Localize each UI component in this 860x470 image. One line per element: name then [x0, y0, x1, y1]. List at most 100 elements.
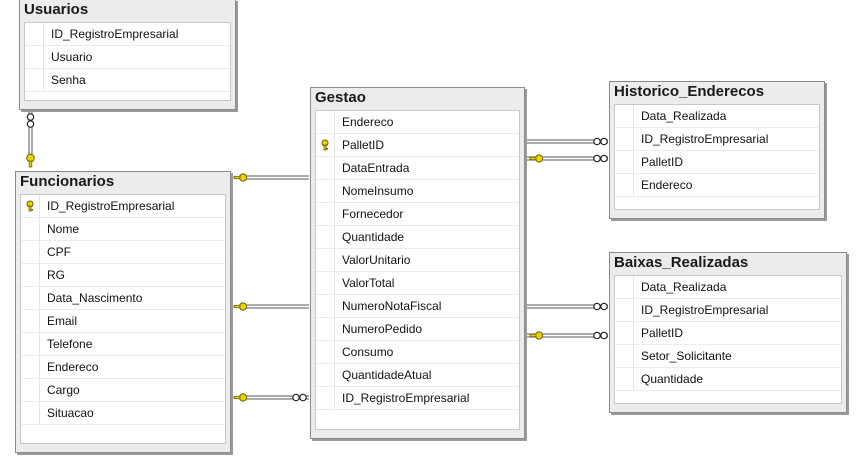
row-selector: [21, 356, 40, 378]
table-title: Funcionarios: [20, 173, 115, 190]
table-historico-enderecos[interactable]: Historico_Enderecos Data_Realizada ID_Re…: [609, 81, 825, 219]
column-name: DataEntrada: [342, 161, 410, 175]
column-name: Usuario: [51, 50, 93, 64]
infinity-icon: [593, 302, 608, 311]
relationship-usuarios-funcionarios[interactable]: [26, 110, 35, 168]
row-selector: [316, 272, 335, 294]
column-row[interactable]: Endereco: [615, 174, 819, 197]
column-row[interactable]: CPF: [21, 241, 225, 264]
column-name: ValorTotal: [342, 276, 395, 290]
column-name: Telefone: [47, 337, 93, 351]
key-icon: [529, 331, 544, 340]
column-name: RG: [47, 268, 65, 282]
row-selector: [615, 322, 634, 344]
relationship-gestao-historico-2[interactable]: [527, 154, 608, 163]
row-selector: [316, 249, 335, 271]
row-selector: [25, 46, 44, 68]
infinity-icon: [593, 331, 608, 340]
column-row[interactable]: ID_RegistroEmpresarial: [316, 387, 519, 410]
column-row[interactable]: Setor_Solicitante: [615, 345, 841, 368]
column-row[interactable]: PalletID: [615, 322, 841, 345]
column-row[interactable]: Telefone: [21, 333, 225, 356]
relationship-gestao-historico-1[interactable]: [527, 137, 608, 146]
column-row[interactable]: ID_RegistroEmpresarial: [615, 128, 819, 151]
table-baixas-realizadas[interactable]: Baixas_Realizadas Data_Realizada ID_Regi…: [609, 252, 847, 413]
column-row[interactable]: Email: [21, 310, 225, 333]
infinity-icon: [26, 113, 35, 128]
row-selector: [615, 174, 634, 196]
column-name: Data_Realizada: [641, 280, 727, 294]
column-row[interactable]: Consumo: [316, 341, 519, 364]
table-title: Historico_Enderecos: [614, 83, 765, 100]
row-selector: [316, 134, 335, 156]
column-name: QuantidadeAtual: [342, 368, 432, 382]
table-gestao[interactable]: Gestao Endereco PalletID DataEntrada Nom…: [310, 87, 525, 439]
column-row[interactable]: Cargo: [21, 379, 225, 402]
relationship-gestao-funcionarios-1[interactable]: [233, 173, 309, 182]
column-row[interactable]: PalletID: [615, 151, 819, 174]
column-row[interactable]: Data_Realizada: [615, 276, 841, 299]
column-row[interactable]: Data_Realizada: [615, 105, 819, 128]
column-name: ID_RegistroEmpresarial: [51, 27, 179, 41]
column-name: Quantidade: [641, 372, 704, 386]
row-selector: [316, 318, 335, 340]
column-row[interactable]: Quantidade: [316, 226, 519, 249]
relationship-gestao-baixas-2[interactable]: [527, 331, 608, 340]
column-row[interactable]: RG: [21, 264, 225, 287]
table-usuarios[interactable]: Usuarios ID_RegistroEmpresarial Usuario …: [19, 0, 236, 110]
column-row[interactable]: NomeInsumo: [316, 180, 519, 203]
column-row[interactable]: NumeroPedido: [316, 318, 519, 341]
column-row[interactable]: PalletID: [316, 134, 519, 157]
relationship-gestao-funcionarios-3[interactable]: [233, 393, 309, 402]
column-list: Data_Realizada ID_RegistroEmpresarial Pa…: [614, 104, 820, 210]
key-icon: [26, 200, 34, 212]
row-selector: [615, 299, 634, 321]
column-row[interactable]: Endereco: [21, 356, 225, 379]
row-selector: [615, 368, 634, 390]
column-name: Endereco: [342, 115, 394, 129]
column-row[interactable]: ID_RegistroEmpresarial: [615, 299, 841, 322]
column-row[interactable]: ID_RegistroEmpresarial: [25, 23, 230, 46]
column-name: PalletID: [641, 155, 684, 169]
column-row[interactable]: NumeroNotaFiscal: [316, 295, 519, 318]
column-name: Data_Nascimento: [47, 291, 143, 305]
row-selector: [316, 180, 335, 202]
column-row[interactable]: Usuario: [25, 46, 230, 69]
row-selector: [615, 105, 634, 127]
column-row[interactable]: Fornecedor: [316, 203, 519, 226]
relationship-gestao-baixas-1[interactable]: [527, 302, 608, 311]
column-row[interactable]: Data_Nascimento: [21, 287, 225, 310]
key-icon: [321, 139, 329, 151]
column-name: Consumo: [342, 345, 394, 359]
row-selector: [21, 195, 40, 217]
column-list: Endereco PalletID DataEntrada NomeInsumo…: [315, 110, 520, 430]
column-row[interactable]: Situacao: [21, 402, 225, 425]
column-row[interactable]: Senha: [25, 69, 230, 92]
relationship-gestao-funcionarios-2[interactable]: [233, 302, 309, 311]
key-icon: [233, 173, 248, 182]
column-name: Email: [47, 314, 78, 328]
column-name: Quantidade: [342, 230, 405, 244]
column-row[interactable]: QuantidadeAtual: [316, 364, 519, 387]
column-row[interactable]: DataEntrada: [316, 157, 519, 180]
column-name: NomeInsumo: [342, 184, 414, 198]
column-row[interactable]: Quantidade: [615, 368, 841, 391]
column-row[interactable]: ValorTotal: [316, 272, 519, 295]
table-title: Baixas_Realizadas: [614, 254, 749, 271]
column-name: NumeroPedido: [342, 322, 423, 336]
column-name: NumeroNotaFiscal: [342, 299, 442, 313]
row-selector: [21, 264, 40, 286]
row-selector: [316, 341, 335, 363]
row-selector: [21, 402, 40, 424]
row-selector: [25, 69, 44, 91]
table-funcionarios[interactable]: Funcionarios ID_RegistroEmpresarial Nome…: [15, 171, 231, 453]
column-name: CPF: [47, 245, 71, 259]
column-row[interactable]: Nome: [21, 218, 225, 241]
column-row[interactable]: Endereco: [316, 111, 519, 134]
row-selector: [615, 345, 634, 367]
column-row[interactable]: ID_RegistroEmpresarial: [21, 195, 225, 218]
column-row[interactable]: ValorUnitario: [316, 249, 519, 272]
column-name: Endereco: [47, 360, 99, 374]
